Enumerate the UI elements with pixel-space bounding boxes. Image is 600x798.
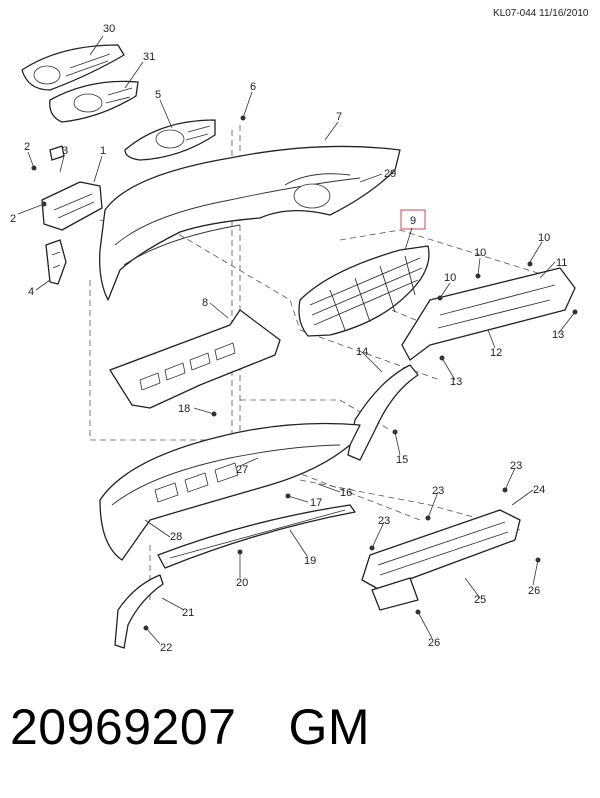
callout-30: 30 bbox=[103, 23, 115, 35]
callout-16: 16 bbox=[340, 487, 352, 499]
side-bracket-assembly bbox=[41, 145, 103, 285]
callout-1: 1 bbox=[100, 145, 106, 157]
callout-28: 28 bbox=[170, 531, 182, 543]
callout-23-middle: 23 bbox=[432, 485, 444, 497]
bumper-parts-diagram: 30 31 5 6 7 2 3 1 29 2 4 9 10 10 10 11 8… bbox=[10, 23, 578, 654]
callout-labels: 30 31 5 6 7 2 3 1 29 2 4 9 10 10 10 11 8… bbox=[10, 23, 567, 654]
callout-29: 29 bbox=[384, 168, 396, 180]
callout-10-middle: 10 bbox=[474, 247, 486, 259]
callout-12: 12 bbox=[490, 347, 502, 359]
callout-8: 8 bbox=[202, 297, 208, 309]
diagram-code: KL07-044 11/16/2010 bbox=[493, 8, 589, 19]
callout-7: 7 bbox=[336, 111, 342, 123]
side-molding bbox=[114, 574, 164, 649]
callout-9: 9 bbox=[410, 215, 416, 227]
fog-lamp-bezel-lower bbox=[124, 119, 216, 161]
callout-17: 17 bbox=[310, 497, 322, 509]
callout-10-left: 10 bbox=[444, 272, 456, 284]
part-number: 20969207 bbox=[10, 699, 237, 755]
callout-24: 24 bbox=[533, 484, 545, 496]
part-caption: 20969207 GM bbox=[10, 698, 370, 756]
callout-13-lower: 13 bbox=[450, 376, 462, 388]
callout-13-right: 13 bbox=[552, 329, 564, 341]
callout-5: 5 bbox=[155, 89, 161, 101]
callout-26-right: 26 bbox=[528, 585, 540, 597]
callout-25: 25 bbox=[474, 594, 486, 606]
callout-18: 18 bbox=[178, 403, 190, 415]
fasteners bbox=[31, 115, 578, 631]
highlight-box bbox=[400, 209, 426, 230]
fog-lamp-bezel-upper bbox=[21, 44, 125, 91]
callout-6: 6 bbox=[250, 81, 256, 93]
leader-lines bbox=[17, 35, 576, 645]
callout-11: 11 bbox=[556, 257, 567, 269]
callout-26-bottom: 26 bbox=[428, 637, 440, 649]
callout-23-top: 23 bbox=[510, 460, 522, 472]
callout-10-right: 10 bbox=[538, 232, 550, 244]
callout-23-left: 23 bbox=[378, 515, 390, 527]
callout-20: 20 bbox=[236, 577, 248, 589]
lower-molding-strip bbox=[157, 504, 356, 569]
callout-3: 3 bbox=[62, 145, 68, 157]
callout-4: 4 bbox=[28, 286, 34, 298]
callout-14: 14 bbox=[356, 346, 368, 358]
callout-15: 15 bbox=[396, 454, 408, 466]
bumper-impact-bar bbox=[361, 509, 521, 611]
wheel-opening-flare bbox=[347, 364, 419, 461]
callout-21: 21 bbox=[182, 607, 194, 619]
lower-bumper-fascia bbox=[99, 422, 361, 561]
callout-22: 22 bbox=[160, 642, 172, 654]
manufacturer-name: GM bbox=[288, 699, 371, 755]
callout-2-upper: 2 bbox=[24, 141, 30, 153]
callout-19: 19 bbox=[304, 555, 316, 567]
upper-bumper-fascia bbox=[99, 145, 401, 301]
callout-2-lower: 2 bbox=[10, 213, 16, 225]
skid-plate bbox=[109, 309, 281, 409]
fog-lamp-bezel-middle bbox=[49, 80, 139, 123]
energy-absorber-upper bbox=[401, 267, 576, 361]
callout-27: 27 bbox=[236, 464, 248, 476]
radiator-grille bbox=[298, 245, 430, 337]
callout-31: 31 bbox=[143, 51, 155, 63]
